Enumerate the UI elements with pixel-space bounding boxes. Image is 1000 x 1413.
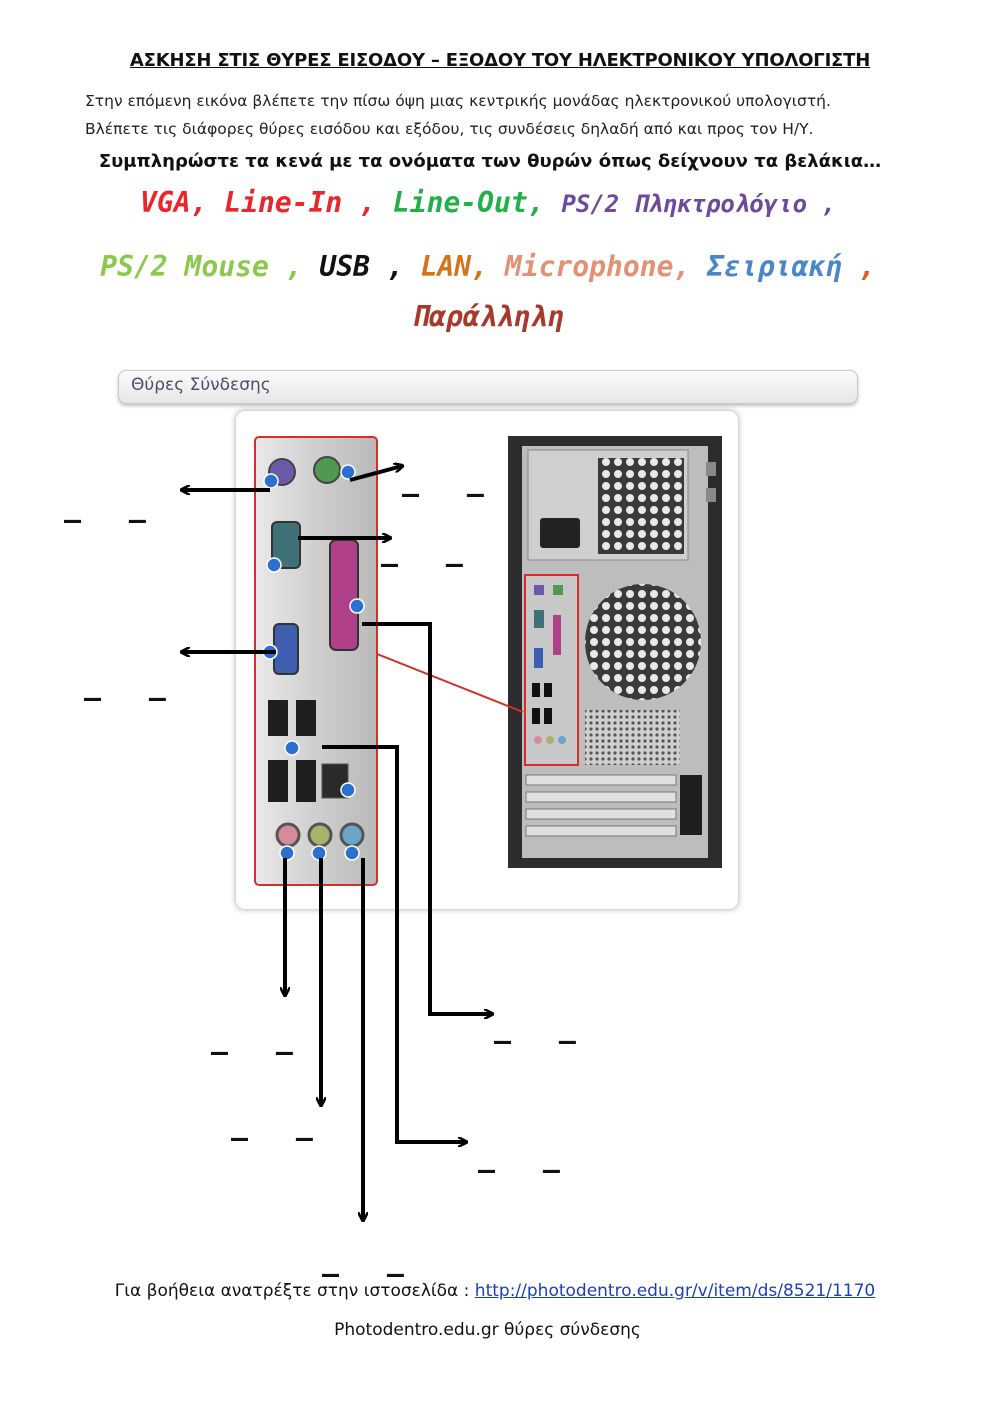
answer-blank-vga[interactable]: _ _ [84, 662, 184, 702]
computer-tower [508, 436, 722, 868]
answer-blank-line-in[interactable]: _ _ [322, 1238, 422, 1278]
usb-port [296, 760, 316, 802]
vga-port [273, 623, 299, 675]
ports-panel-header: Θύρες Σύνδεσης [118, 370, 858, 404]
usb-port [296, 700, 316, 736]
word-microphone: Microphone [504, 250, 674, 283]
word-line-in: Line-In [224, 186, 343, 219]
answer-blank-usb[interactable]: _ _ [478, 1134, 578, 1174]
intro-line-1: Στην επόμενη εικόνα βλέπετε την πίσω όψη… [85, 92, 831, 110]
intro-line-2: Βλέπετε τις διάφορες θύρες εισόδου και ε… [85, 120, 814, 138]
answer-blank-line-out[interactable]: _ _ [231, 1102, 331, 1142]
panel-title: Θύρες Σύνδεσης [131, 375, 271, 395]
serial-port [271, 521, 301, 569]
footer-help-prefix: Για βοήθεια ανατρέξτε στην ιστοσελίδα : [114, 1281, 475, 1301]
word-lan: LAN [420, 250, 472, 283]
word-line-out: Line-Out [392, 186, 528, 219]
line-in-jack [339, 822, 365, 848]
pointer-arrows [182, 466, 492, 1220]
answer-blank-ps2-keyboard[interactable]: _ _ [64, 484, 164, 524]
word-bank-line-1: VGA, Line-In , Line-Out, PS/2 Πληκτρολόγ… [139, 186, 836, 219]
ps2-mouse-port [313, 456, 341, 484]
photodentro-link[interactable]: http://photodentro.edu.gr/v/item/ds/8521… [474, 1281, 876, 1301]
parallel-port [329, 539, 359, 651]
microphone-jack [275, 822, 301, 848]
word-serial: Σειριακή [707, 250, 843, 283]
answer-blank-serial[interactable]: _ _ [381, 528, 481, 568]
answer-blank-ps2-mouse[interactable]: _ _ [402, 458, 502, 498]
footer-help: Για βοήθεια ανατρέξτε στην ιστοσελίδα : … [0, 1281, 990, 1301]
word-parallel: Παράλληλη [412, 300, 564, 333]
word-usb: USB [319, 250, 370, 283]
answer-blank-microphone[interactable]: _ _ [211, 1016, 311, 1056]
word-bank-line-2: PS/2 Mouse , USB , LAN, Microphone, Σειρ… [100, 250, 876, 283]
word-vga: VGA [139, 186, 191, 219]
page-title: ΑΣΚΗΣΗ ΣΤΙΣ ΘΥΡΕΣ ΕΙΣΟΔΟΥ – ΕΞΟΔΟΥ ΤΟΥ Η… [129, 50, 871, 71]
word-bank-line-3: Παράλληλη [0, 300, 988, 333]
line-out-jack [307, 822, 333, 848]
io-panel-zoom [254, 436, 378, 886]
usb-port [268, 760, 288, 802]
word-ps2-keyboard: PS/2 Πληκτρολόγιο [561, 190, 808, 218]
usb-port [268, 700, 288, 736]
power-socket [540, 518, 580, 548]
instruction: Συμπληρώστε τα κενά με τα ονόματα των θυ… [98, 151, 882, 172]
footer-credit: Photodentro.edu.gr θύρες σύνδεσης [334, 1320, 641, 1340]
answer-blank-parallel[interactable]: _ _ [494, 1005, 594, 1045]
word-ps2-mouse: PS/2 Mouse [100, 250, 269, 283]
